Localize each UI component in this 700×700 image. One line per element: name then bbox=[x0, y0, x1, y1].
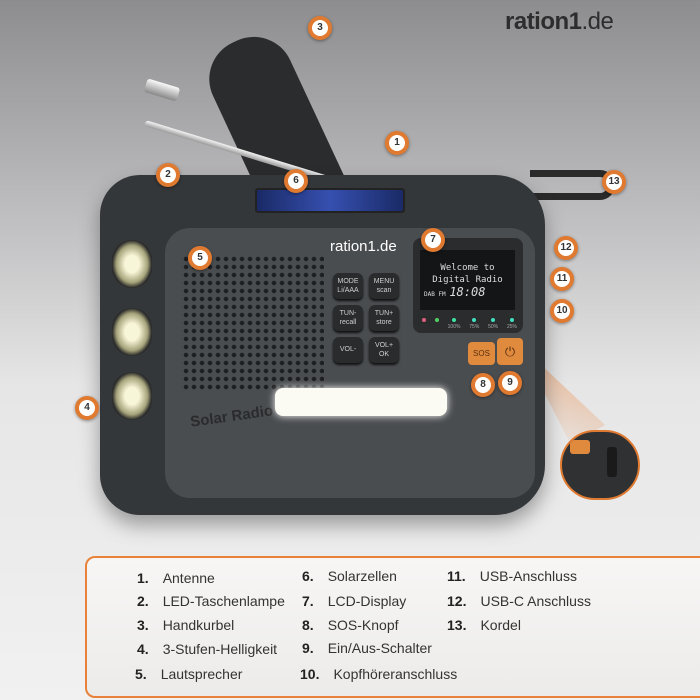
legend-box: 1.Antenne 2.LED-Taschenlampe 3.Handkurbe… bbox=[85, 556, 700, 698]
legend-item: 7.LCD-Display bbox=[302, 593, 407, 609]
marker-5: 5 bbox=[188, 246, 212, 270]
marker-13: 13 bbox=[602, 170, 626, 194]
tune-up-button[interactable]: TUN+ store bbox=[369, 305, 399, 331]
solar-panel bbox=[255, 188, 405, 213]
marker-8: 8 bbox=[471, 373, 495, 397]
brand-logo: ration1.de bbox=[505, 8, 614, 35]
speaker-grill bbox=[182, 255, 324, 390]
led-indicators: 100% 75% 50% 25% bbox=[422, 318, 517, 330]
marker-2: 2 bbox=[156, 163, 180, 187]
menu-button[interactable]: MENU scan bbox=[369, 273, 399, 299]
display-line-2: Digital Radio bbox=[432, 275, 503, 285]
mode-button[interactable]: MODE Li/AAA bbox=[333, 273, 363, 299]
marker-7: 7 bbox=[421, 228, 445, 252]
control-buttons: MODE Li/AAA MENU scan TUN- recall TUN+ s… bbox=[333, 273, 401, 363]
legend-item: 3.Handkurbel bbox=[137, 617, 235, 633]
display-line-1: Welcome to bbox=[440, 263, 495, 273]
antenna-tip bbox=[143, 78, 181, 102]
tune-down-button[interactable]: TUN- recall bbox=[333, 305, 363, 331]
led-battery bbox=[434, 318, 439, 330]
marker-3: 3 bbox=[308, 16, 332, 40]
legend-item: 4.3-Stufen-Helligkeit bbox=[137, 641, 278, 657]
legend-item: 10.Kopfhöreranschluss bbox=[300, 666, 458, 682]
marker-6: 6 bbox=[284, 169, 308, 193]
flashlight-led bbox=[112, 308, 152, 356]
led-75: 75% bbox=[469, 318, 479, 330]
volume-up-button[interactable]: VOL+ OK bbox=[369, 337, 399, 363]
volume-down-button[interactable]: VOL- bbox=[333, 337, 363, 363]
marker-4: 4 bbox=[75, 396, 99, 420]
legend-item: 1.Antenne bbox=[137, 570, 215, 586]
legend-item: 13.Kordel bbox=[447, 617, 521, 633]
legend-item: 8.SOS-Knopf bbox=[302, 617, 399, 633]
led-charge bbox=[422, 318, 426, 330]
lcd-display: Welcome to Digital Radio DAB FM 18:08 bbox=[420, 250, 515, 310]
power-icon[interactable]: ⏻ bbox=[497, 338, 523, 365]
led-100: 100% bbox=[448, 318, 460, 330]
legend-item: 9.Ein/Aus-Schalter bbox=[302, 640, 432, 656]
reading-light-bar bbox=[275, 388, 447, 416]
sos-button[interactable]: SOS bbox=[468, 342, 495, 365]
led-50: 50% bbox=[488, 318, 498, 330]
legend-item: 11.USB-Anschluss bbox=[447, 568, 577, 584]
marker-12: 12 bbox=[554, 236, 578, 260]
flashlight-led bbox=[112, 240, 152, 288]
flashlight-led bbox=[112, 372, 152, 420]
led-25: 25% bbox=[507, 318, 517, 330]
legend-item: 6.Solarzellen bbox=[302, 568, 397, 584]
display-status: DAB FM bbox=[424, 291, 446, 298]
legend-item: 5.Lautsprecher bbox=[135, 666, 243, 682]
legend-item: 12.USB-C Anschluss bbox=[447, 593, 591, 609]
marker-11: 11 bbox=[550, 267, 574, 291]
marker-10: 10 bbox=[550, 299, 574, 323]
radio-brand: ration1.de bbox=[330, 238, 397, 255]
legend-item: 2.LED-Taschenlampe bbox=[137, 593, 285, 609]
marker-9: 9 bbox=[498, 371, 522, 395]
display-time: 18:08 bbox=[449, 285, 486, 299]
port-detail-callout bbox=[560, 430, 640, 500]
marker-1: 1 bbox=[385, 131, 409, 155]
